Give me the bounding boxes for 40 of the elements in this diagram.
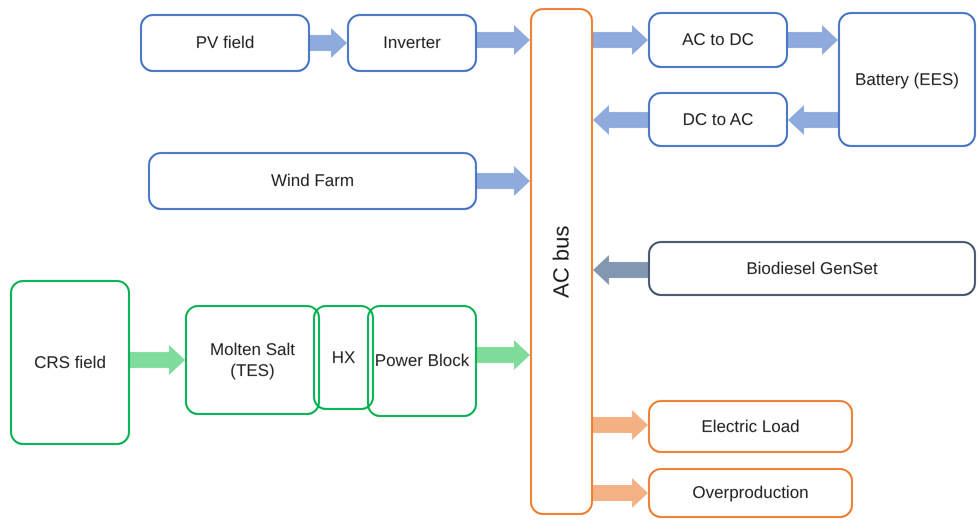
- process-box: [313, 305, 374, 410]
- box-label: HX: [330, 346, 356, 368]
- block-arrow: [788, 25, 838, 55]
- process-box: [140, 14, 310, 72]
- process-box: [367, 305, 477, 417]
- block-arrow: [310, 28, 347, 58]
- process-box: [838, 12, 976, 147]
- block-arrow: [593, 25, 648, 55]
- box-label: Electric Load: [700, 416, 801, 438]
- box-label: Molten Salt (TES): [208, 338, 296, 382]
- process-box: [148, 152, 477, 210]
- box-label: Overproduction: [691, 482, 810, 504]
- box-label: AC bus: [548, 224, 575, 300]
- block-arrow: [477, 340, 530, 370]
- box-label: Biodiesel GenSet: [745, 258, 879, 280]
- block-arrow: [593, 410, 648, 440]
- process-box: [530, 8, 593, 515]
- block-arrow: [477, 25, 530, 55]
- process-box: [185, 305, 320, 415]
- box-label: Inverter: [382, 32, 442, 54]
- box-label: Power Block: [374, 350, 470, 372]
- box-label: PV field: [194, 32, 256, 54]
- box-label: CRS field: [33, 352, 107, 374]
- box-label: AC to DC: [681, 29, 755, 51]
- process-box: [10, 280, 130, 445]
- block-arrow: [788, 105, 838, 135]
- block-arrow: [477, 166, 530, 196]
- block-arrow: [593, 105, 648, 135]
- block-arrow: [130, 345, 185, 375]
- box-label: Wind Farm: [270, 170, 356, 192]
- box-label: Battery (EES): [854, 68, 960, 90]
- process-box: [648, 92, 788, 147]
- process-box: [648, 400, 853, 453]
- process-box: [648, 12, 788, 68]
- process-box: [648, 468, 853, 518]
- block-arrow: [593, 478, 648, 508]
- process-box: [347, 14, 477, 72]
- box-label: DC to AC: [682, 108, 754, 130]
- block-arrow: [593, 255, 648, 285]
- process-box: [648, 241, 976, 296]
